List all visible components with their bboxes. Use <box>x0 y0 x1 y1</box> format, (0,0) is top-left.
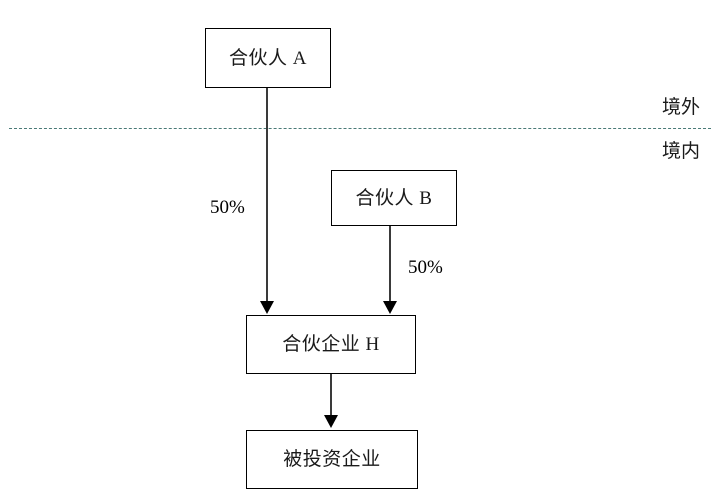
arrow-head-icon-partnership-h-to-invested-enterprise <box>324 415 338 428</box>
node-invested-enterprise-label: 被投资企业 <box>283 449 381 470</box>
region-label-offshore: 境外 <box>662 97 701 118</box>
edge-line-partner-a-to-partnership-h <box>266 88 268 302</box>
node-invested-enterprise: 被投资企业 <box>246 430 418 489</box>
node-partner-b: 合伙人 B <box>331 170 457 226</box>
edge-line-partner-b-to-partnership-h <box>389 226 391 302</box>
jurisdiction-boundary-dashed-line <box>9 128 711 129</box>
region-label-onshore: 境内 <box>662 141 701 162</box>
arrow-head-icon-partner-a-to-partnership-h <box>260 301 274 314</box>
edge-label-partner-a-share: 50% <box>210 197 245 218</box>
node-partner-a-label: 合伙人 A <box>229 47 307 69</box>
edge-line-partnership-h-to-invested-enterprise <box>330 374 332 416</box>
edge-label-partner-b-share: 50% <box>408 257 443 278</box>
arrow-head-icon-partner-b-to-partnership-h <box>383 301 397 314</box>
node-partnership-h: 合伙企业 H <box>246 315 416 374</box>
node-partner-a: 合伙人 A <box>205 28 331 88</box>
node-partner-b-label: 合伙人 B <box>355 187 433 209</box>
node-partnership-h-label: 合伙企业 H <box>282 334 380 355</box>
